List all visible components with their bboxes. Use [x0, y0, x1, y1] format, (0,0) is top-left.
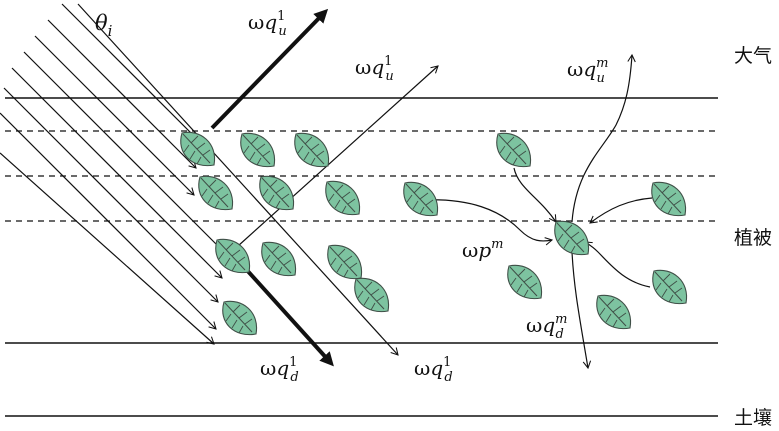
- incident-ray: [61, 3, 197, 139]
- incident-ray: [0, 112, 217, 330]
- superscript: 1: [277, 9, 285, 24]
- incident-ray: [0, 152, 215, 345]
- downward-first-order-bold-arrow: [243, 266, 334, 367]
- leaves: [180, 131, 688, 336]
- q-symbol: q: [430, 356, 443, 380]
- leaf-icon: [652, 269, 688, 305]
- incident-ray: [3, 87, 219, 303]
- converge-from-left: [421, 199, 554, 246]
- q-symbol: q: [542, 313, 555, 337]
- superscript: m: [555, 312, 567, 327]
- omega-symbol: ω: [248, 10, 264, 34]
- layer-boundaries: [5, 97, 718, 417]
- theta-symbol: θ: [95, 11, 108, 35]
- leaf-icon: [222, 300, 258, 336]
- omega-symbol: ω: [260, 356, 276, 380]
- q-symbol: q: [264, 10, 277, 34]
- q-symbol: q: [371, 55, 384, 79]
- layer-label-soil: 土壤: [734, 407, 772, 429]
- leaf-icon: [554, 220, 590, 256]
- leaf-icon: [215, 238, 251, 274]
- q-symbol: q: [583, 57, 596, 81]
- leaf-icon: [259, 175, 295, 211]
- multi-up-arrow: [571, 53, 636, 223]
- superscript: 1: [443, 355, 451, 370]
- subscript: u: [278, 24, 286, 39]
- leaf-icon: [325, 180, 361, 216]
- layer-label-atmosphere: 大气: [734, 45, 772, 67]
- leaf-icon: [507, 264, 543, 300]
- subscript: d: [555, 327, 563, 342]
- omega-symbol: ω: [567, 57, 583, 81]
- superscript: m: [596, 56, 608, 71]
- leaf-icon: [180, 131, 216, 167]
- subscript: u: [385, 69, 393, 84]
- converge-from-top: [513, 167, 557, 223]
- multiple-source-label: ωpm: [462, 237, 503, 262]
- incident-ray: [47, 19, 197, 169]
- leaf-icon: [496, 132, 532, 168]
- incident-rays: [0, 3, 399, 356]
- theta-subscript: i: [108, 22, 113, 40]
- leaf-icon: [651, 181, 687, 217]
- superscript: 1: [289, 355, 297, 370]
- leaf-icon: [240, 132, 276, 168]
- upward-first-order-bold-arrow: [210, 8, 329, 130]
- incidence-angle-label: θi: [95, 11, 113, 40]
- leaf-icon: [354, 277, 390, 313]
- subscript: u: [596, 71, 604, 86]
- multi-down-arrow: [571, 251, 592, 370]
- incident-ray: [23, 51, 225, 253]
- converge-from-right-bottom: [584, 241, 651, 288]
- converge-from-right-top: [589, 197, 653, 224]
- leaf-icon: [403, 181, 439, 217]
- omega-symbol: ω: [414, 356, 430, 380]
- omega-symbol: ω: [355, 55, 371, 79]
- q-symbol: q: [276, 356, 289, 380]
- layer-label-vegetation: 植被: [734, 227, 772, 249]
- subscript: d: [444, 370, 452, 385]
- p-symbol: p: [478, 238, 491, 262]
- subscript: d: [290, 370, 298, 385]
- superscript: m: [491, 237, 503, 252]
- transmitted-ray: [77, 3, 399, 356]
- superscript: 1: [384, 54, 392, 69]
- upward-first-order-thin-arrow: [237, 65, 439, 247]
- leaf-icon: [261, 241, 297, 277]
- leaf-icon: [327, 244, 363, 280]
- omega-symbol: ω: [526, 313, 542, 337]
- incident-ray: [11, 67, 223, 279]
- incident-ray: [34, 35, 195, 196]
- leaf-icon: [198, 175, 234, 211]
- leaf-icon: [294, 132, 330, 168]
- omega-symbol: ω: [462, 238, 478, 262]
- leaf-icon: [596, 294, 632, 330]
- first-order-scattering: [210, 8, 439, 367]
